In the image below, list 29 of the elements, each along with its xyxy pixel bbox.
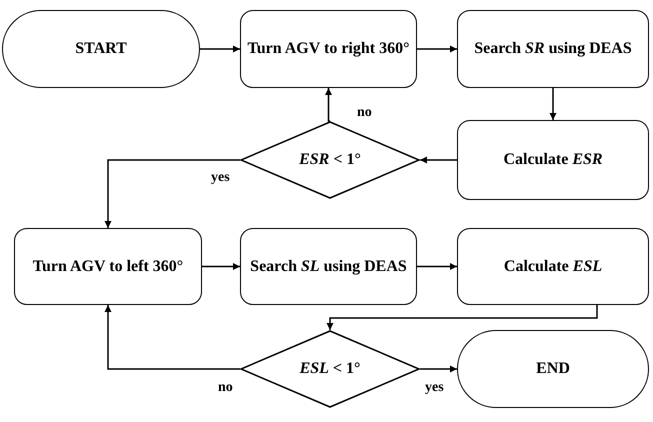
arrow xyxy=(420,156,457,164)
node-label: Search SL using DEAS xyxy=(250,256,407,276)
process-box xyxy=(457,120,649,200)
arrow xyxy=(550,88,556,120)
node-label: ESL < 1° xyxy=(300,359,360,379)
node-label: ESR < 1° xyxy=(299,150,361,170)
decision-diamond xyxy=(240,121,420,199)
arrow xyxy=(326,305,598,330)
process-box xyxy=(14,228,202,305)
node-label: Turn AGV to left 360° xyxy=(32,256,184,276)
arrow xyxy=(325,88,332,122)
node-label: END xyxy=(536,359,570,379)
process-box xyxy=(457,228,649,305)
node-label: Calculate ESL xyxy=(504,256,602,276)
node-label: Search SR using DEAS xyxy=(474,39,632,59)
arrow xyxy=(202,263,240,270)
node-label: Turn AGV to right 360° xyxy=(248,39,410,59)
arrow xyxy=(200,46,240,52)
arrow xyxy=(104,159,240,228)
arrow xyxy=(420,366,457,372)
node-label: START xyxy=(75,39,127,59)
arrow xyxy=(417,263,457,270)
arrow xyxy=(417,46,457,52)
process-box xyxy=(240,228,417,305)
decision-diamond xyxy=(240,330,420,408)
arrow xyxy=(104,305,240,370)
node-label: Calculate ESR xyxy=(503,150,603,170)
process-box xyxy=(240,10,417,88)
process-box xyxy=(457,10,649,88)
